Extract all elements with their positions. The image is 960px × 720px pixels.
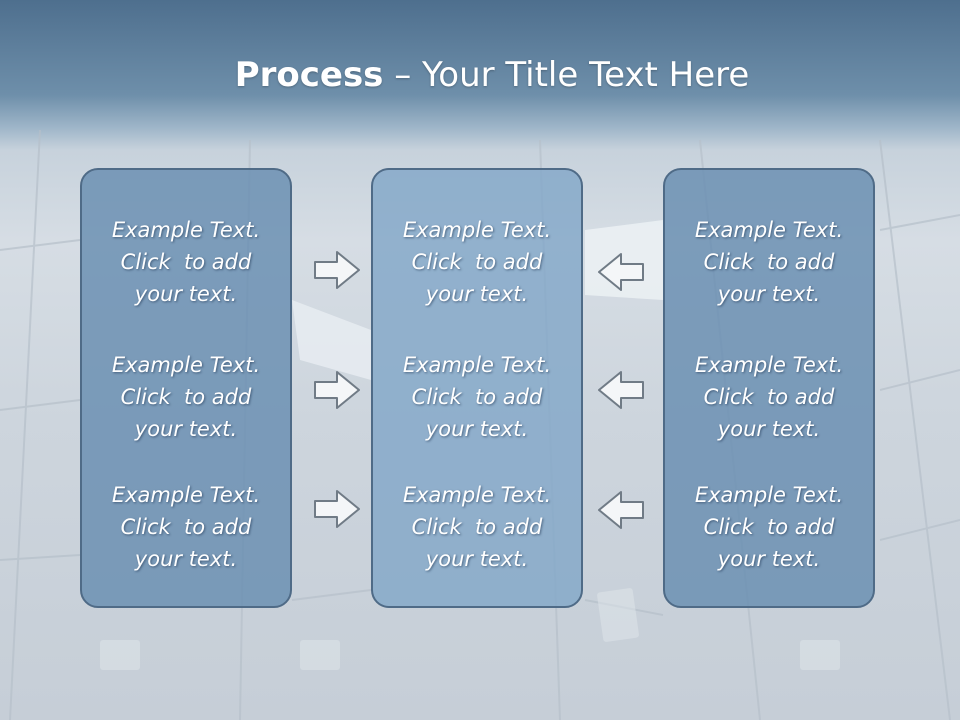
text-line: your text. <box>717 282 821 306</box>
left-item-2[interactable]: Example Text. Click to add your text. <box>82 349 290 445</box>
text-line: your text. <box>425 547 529 571</box>
arrow-left-icon[interactable] <box>597 252 645 292</box>
text-line: Example Text. <box>402 218 552 242</box>
right-item-1[interactable]: Example Text. Click to add your text. <box>665 214 873 310</box>
text-line: Click to add <box>120 250 252 274</box>
arrow-left-icon[interactable] <box>597 370 645 410</box>
center-text-box[interactable]: Example Text. Click to add your text. Ex… <box>371 168 583 608</box>
left-item-1[interactable]: Example Text. Click to add your text. <box>82 214 290 310</box>
left-text-box[interactable]: Example Text. Click to add your text. Ex… <box>80 168 292 608</box>
text-line: your text. <box>425 282 529 306</box>
center-item-3[interactable]: Example Text. Click to add your text. <box>373 479 581 575</box>
text-line: Example Text. <box>111 483 261 507</box>
title-rest-text: – Your Title Text Here <box>383 55 750 95</box>
text-line: Click to add <box>120 385 252 409</box>
text-line: Example Text. <box>694 218 844 242</box>
text-line: your text. <box>717 547 821 571</box>
text-line: Click to add <box>703 250 835 274</box>
center-item-2[interactable]: Example Text. Click to add your text. <box>373 349 581 445</box>
text-line: Example Text. <box>402 483 552 507</box>
text-line: Example Text. <box>111 353 261 377</box>
text-line: Click to add <box>703 515 835 539</box>
right-item-3[interactable]: Example Text. Click to add your text. <box>665 479 873 575</box>
text-line: your text. <box>425 417 529 441</box>
left-item-3[interactable]: Example Text. Click to add your text. <box>82 479 290 575</box>
text-line: Click to add <box>703 385 835 409</box>
text-line: Example Text. <box>402 353 552 377</box>
title-bold-text: Process <box>234 55 384 95</box>
text-line: your text. <box>134 282 238 306</box>
text-line: Click to add <box>411 385 543 409</box>
slide-title[interactable]: Process – Your Title Text Here <box>0 54 960 96</box>
text-line: your text. <box>717 417 821 441</box>
text-line: Example Text. <box>694 353 844 377</box>
right-item-2[interactable]: Example Text. Click to add your text. <box>665 349 873 445</box>
text-line: Example Text. <box>694 483 844 507</box>
text-line: your text. <box>134 547 238 571</box>
center-item-1[interactable]: Example Text. Click to add your text. <box>373 214 581 310</box>
arrow-right-icon[interactable] <box>313 370 361 410</box>
arrow-left-icon[interactable] <box>597 490 645 530</box>
right-text-box[interactable]: Example Text. Click to add your text. Ex… <box>663 168 875 608</box>
text-line: Click to add <box>120 515 252 539</box>
text-line: Click to add <box>411 250 543 274</box>
text-line: Example Text. <box>111 218 261 242</box>
arrow-right-icon[interactable] <box>313 250 361 290</box>
text-line: your text. <box>134 417 238 441</box>
text-line: Click to add <box>411 515 543 539</box>
arrow-right-icon[interactable] <box>313 489 361 529</box>
